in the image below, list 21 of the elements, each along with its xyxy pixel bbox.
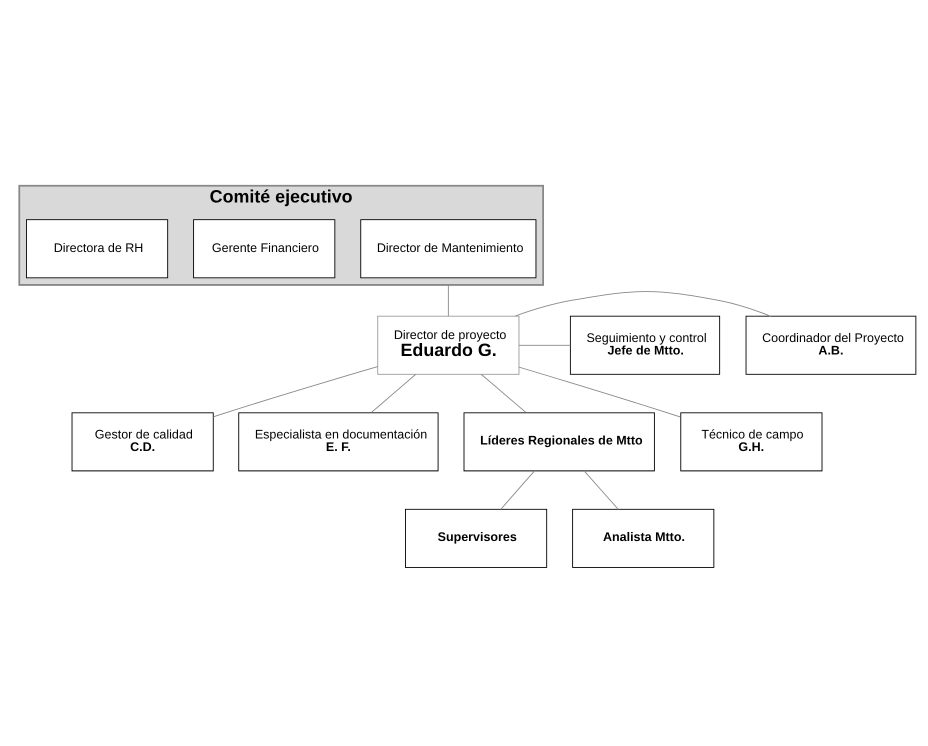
node-box: Seguimiento y control Jefe de Mtto. <box>570 316 720 375</box>
connector <box>518 366 682 418</box>
node-box: Gerente Financiero <box>193 219 336 278</box>
node-box: Gestor de calidad C.D. <box>72 412 214 472</box>
connector <box>584 470 619 510</box>
connector <box>480 374 527 414</box>
node-box: Líderes Regionales de Mtto <box>464 412 655 472</box>
node-box: Técnico de campo G.H. <box>680 412 822 472</box>
node-box: Analista Mtto. <box>572 508 714 568</box>
connector <box>370 374 416 414</box>
node-box: Directora de RH <box>26 219 168 278</box>
node-box: Coordinador del Proyecto A.B. <box>746 316 916 375</box>
connector <box>514 291 771 317</box>
node-box: Director de proyecto Eduardo G. <box>377 316 520 375</box>
node-box: Supervisores <box>405 508 548 568</box>
node-box: Especialista en documentación E. F. <box>238 412 439 472</box>
connector <box>448 284 449 317</box>
connector <box>518 344 571 346</box>
connector <box>500 470 535 510</box>
node-box: Director de Mantenimiento <box>360 219 536 278</box>
connector <box>212 366 378 418</box>
